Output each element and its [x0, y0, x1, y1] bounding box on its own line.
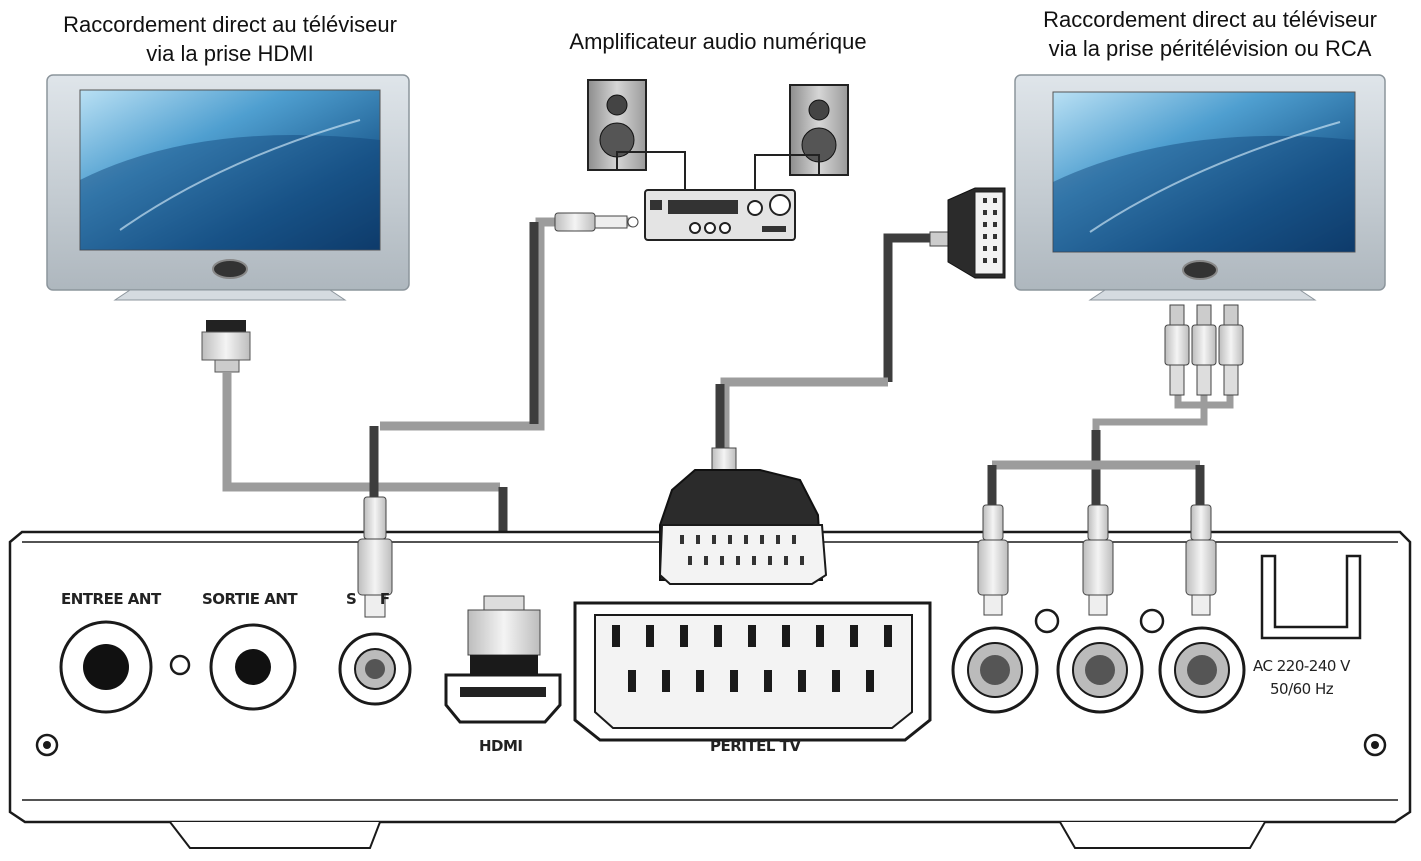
- label-spdif: S F: [346, 590, 390, 608]
- hdmi-plug-icon: [201, 320, 251, 373]
- rca-jack-audio-left[interactable]: [1056, 626, 1144, 714]
- caption-hdmi-tv: Raccordement direct au téléviseur via la…: [20, 10, 440, 68]
- label-power-1: AC 220-240 V: [1253, 657, 1350, 675]
- caption-scart-tv-line2: via la prise péritélévision ou RCA: [1048, 36, 1372, 61]
- rca-cable: [987, 395, 1234, 510]
- hdmi-port[interactable]: [444, 673, 562, 724]
- label-scart: PERITEL TV: [710, 737, 801, 755]
- rca-plug-icon: [1164, 304, 1244, 396]
- label-antenna-in: ENTREE ANT: [61, 590, 161, 608]
- antenna-out-jack[interactable]: [209, 623, 297, 711]
- label-power-2: 50/60 Hz: [1270, 680, 1334, 698]
- indicator-hole: [1034, 608, 1060, 634]
- scart-plug-icon: [658, 447, 828, 585]
- caption-scart-tv: Raccordement direct au téléviseur via la…: [1000, 5, 1420, 63]
- power-inlet: [1260, 554, 1362, 640]
- scart-plug-icon: [929, 187, 1006, 279]
- antenna-in-jack[interactable]: [59, 620, 153, 714]
- flat-tv-icon: [46, 74, 410, 301]
- label-hdmi: HDMI: [479, 737, 523, 755]
- amplifier-icon: [644, 189, 796, 241]
- rca-plug-icon: [357, 496, 393, 618]
- rca-jack-video[interactable]: [951, 626, 1039, 714]
- label-antenna-out: SORTIE ANT: [202, 590, 298, 608]
- caption-amplifier: Amplificateur audio numérique: [569, 29, 867, 54]
- indicator-hole: [169, 654, 191, 676]
- speaker-wires: [616, 151, 820, 190]
- caption-scart-tv-line1: Raccordement direct au téléviseur: [1043, 7, 1377, 32]
- rca-plug-icon: [977, 504, 1217, 616]
- scart-cable: [715, 233, 940, 450]
- caption-hdmi-tv-line2: via la prise HDMI: [146, 41, 314, 66]
- scart-port[interactable]: [573, 601, 932, 742]
- indicator-hole: [1139, 608, 1165, 634]
- spdif-jack[interactable]: [338, 632, 412, 706]
- hdmi-plug-icon: [467, 595, 541, 675]
- spdif-cable: [369, 217, 630, 500]
- rca-plug-icon: [554, 212, 639, 232]
- caption-hdmi-tv-line1: Raccordement direct au téléviseur: [63, 12, 397, 37]
- flat-tv-icon: [1014, 74, 1386, 301]
- rca-jack-audio-right[interactable]: [1158, 626, 1246, 714]
